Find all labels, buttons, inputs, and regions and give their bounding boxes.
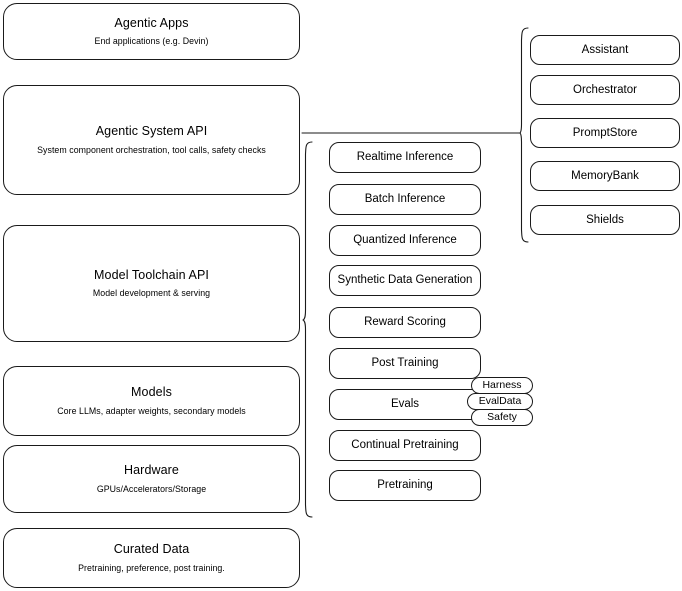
capability-box-post-training[interactable]: Post Training bbox=[329, 348, 481, 379]
layer-subtitle: Pretraining, preference, post training. bbox=[78, 562, 225, 573]
layer-title: Curated Data bbox=[113, 542, 190, 557]
eval-badge-harness[interactable]: Harness bbox=[471, 377, 533, 394]
eval-badge-safety[interactable]: Safety bbox=[471, 409, 533, 426]
layer-box-hardware[interactable]: Hardware GPUs/Accelerators/Storage bbox=[3, 445, 300, 513]
layer-box-model-toolchain-api[interactable]: Model Toolchain API Model development & … bbox=[3, 225, 300, 342]
layer-subtitle: Model development & serving bbox=[92, 288, 211, 299]
capability-label: Reward Scoring bbox=[364, 316, 446, 329]
toolchain-capabilities-brace bbox=[302, 141, 313, 518]
layer-box-agentic-apps[interactable]: Agentic Apps End applications (e.g. Devi… bbox=[3, 3, 300, 60]
capability-box-batch-inference[interactable]: Batch Inference bbox=[329, 184, 481, 215]
layer-title: Models bbox=[131, 385, 172, 400]
layer-subtitle: GPUs/Accelerators/Storage bbox=[96, 483, 207, 494]
capability-label: Synthetic Data Generation bbox=[337, 274, 473, 287]
component-label: MemoryBank bbox=[571, 169, 639, 182]
layer-box-agentic-system-api[interactable]: Agentic System API System component orch… bbox=[3, 85, 300, 195]
capability-label: Pretraining bbox=[377, 479, 433, 492]
component-label: PromptStore bbox=[572, 126, 638, 139]
layer-subtitle: System component orchestration, tool cal… bbox=[37, 144, 266, 155]
capability-label: Post Training bbox=[371, 357, 439, 370]
layer-subtitle: End applications (e.g. Devin) bbox=[94, 36, 209, 47]
system-components-brace bbox=[519, 27, 529, 243]
capability-box-realtime-inference[interactable]: Realtime Inference bbox=[329, 142, 481, 173]
capability-box-evals[interactable]: Evals bbox=[329, 389, 481, 420]
component-label: Orchestrator bbox=[573, 83, 637, 96]
capability-box-synthetic-data-generation[interactable]: Synthetic Data Generation bbox=[329, 265, 481, 296]
layer-subtitle: Core LLMs, adapter weights, secondary mo… bbox=[57, 405, 246, 416]
eval-badge-label: EvalData bbox=[478, 395, 522, 408]
capability-label: Realtime Inference bbox=[356, 151, 454, 164]
component-box-assistant[interactable]: Assistant bbox=[530, 35, 680, 65]
component-box-memorybank[interactable]: MemoryBank bbox=[530, 161, 680, 191]
capability-label: Batch Inference bbox=[364, 193, 446, 206]
eval-badge-evaldata[interactable]: EvalData bbox=[467, 393, 533, 410]
layer-title: Hardware bbox=[124, 463, 179, 478]
capability-box-continual-pretraining[interactable]: Continual Pretraining bbox=[329, 430, 481, 461]
component-label: Assistant bbox=[581, 43, 629, 56]
capability-label: Quantized Inference bbox=[353, 234, 457, 247]
component-box-shields[interactable]: Shields bbox=[530, 205, 680, 235]
layer-box-curated-data[interactable]: Curated Data Pretraining, preference, po… bbox=[3, 528, 300, 588]
layer-box-models[interactable]: Models Core LLMs, adapter weights, secon… bbox=[3, 366, 300, 436]
component-box-promptstore[interactable]: PromptStore bbox=[530, 118, 680, 148]
capability-box-reward-scoring[interactable]: Reward Scoring bbox=[329, 307, 481, 338]
layer-title: Agentic System API bbox=[95, 124, 208, 139]
eval-badge-label: Safety bbox=[487, 411, 517, 424]
capability-label: Evals bbox=[390, 398, 420, 411]
component-box-orchestrator[interactable]: Orchestrator bbox=[530, 75, 680, 105]
capability-label: Continual Pretraining bbox=[351, 439, 459, 452]
capability-box-pretraining[interactable]: Pretraining bbox=[329, 470, 481, 501]
component-label: Shields bbox=[586, 213, 624, 226]
eval-badge-label: Harness bbox=[482, 379, 522, 392]
layer-title: Model Toolchain API bbox=[94, 267, 209, 282]
capability-box-quantized-inference[interactable]: Quantized Inference bbox=[329, 225, 481, 256]
layer-title: Agentic Apps bbox=[114, 15, 189, 30]
